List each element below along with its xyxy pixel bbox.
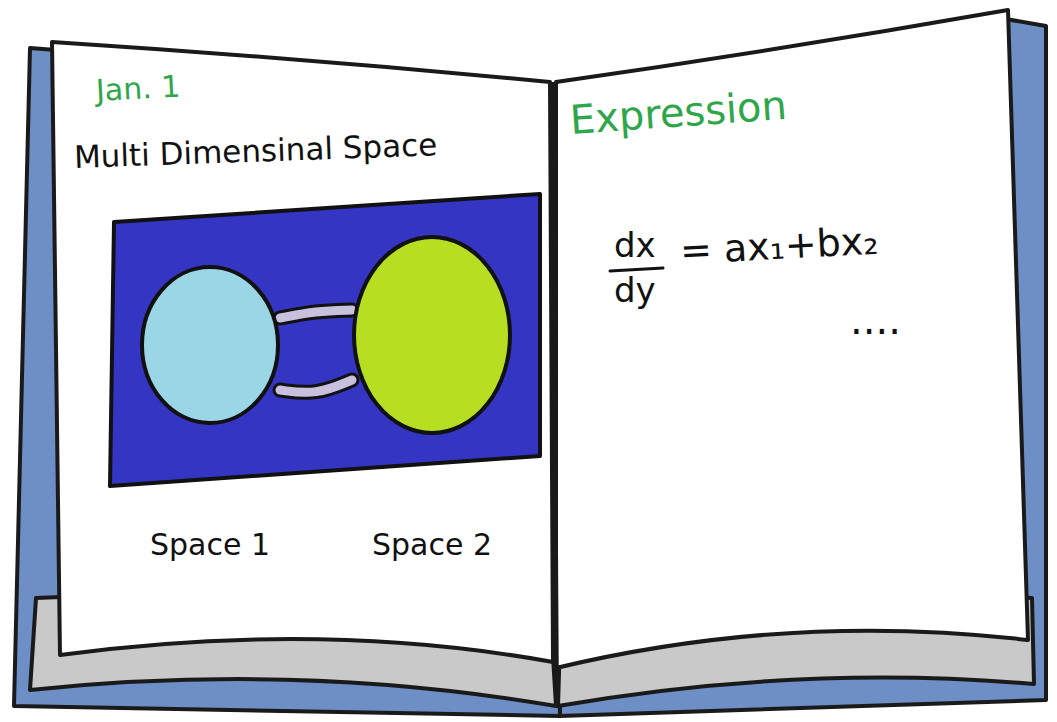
tube-outline [280,380,352,392]
blob-outline [142,267,278,423]
fraction-numerator: dx [614,228,656,262]
fraction-denominator: dy [614,273,656,307]
space-label: Space 1 [140,527,280,563]
equation-text: = ax₁+bx₂ [679,222,879,270]
date-note: Jan. 1 [95,72,181,106]
tube-outline [280,310,352,318]
blob-outline [354,237,510,433]
space-blob: Space 2 [352,235,512,563]
space-panel [110,194,540,486]
fraction-bar [610,268,663,271]
tube-body [280,310,352,318]
left-page [52,42,553,662]
right-page [556,10,1028,668]
tube-connector [280,310,352,318]
blob-shape [140,265,280,425]
tube-body [280,380,352,392]
space-blob: Space 1 [140,265,280,563]
tube-connector [280,380,352,392]
space-label: Space 2 [352,527,512,563]
blob-shape [352,235,512,435]
book-spine [553,82,557,708]
ellipsis: .... [850,300,901,340]
